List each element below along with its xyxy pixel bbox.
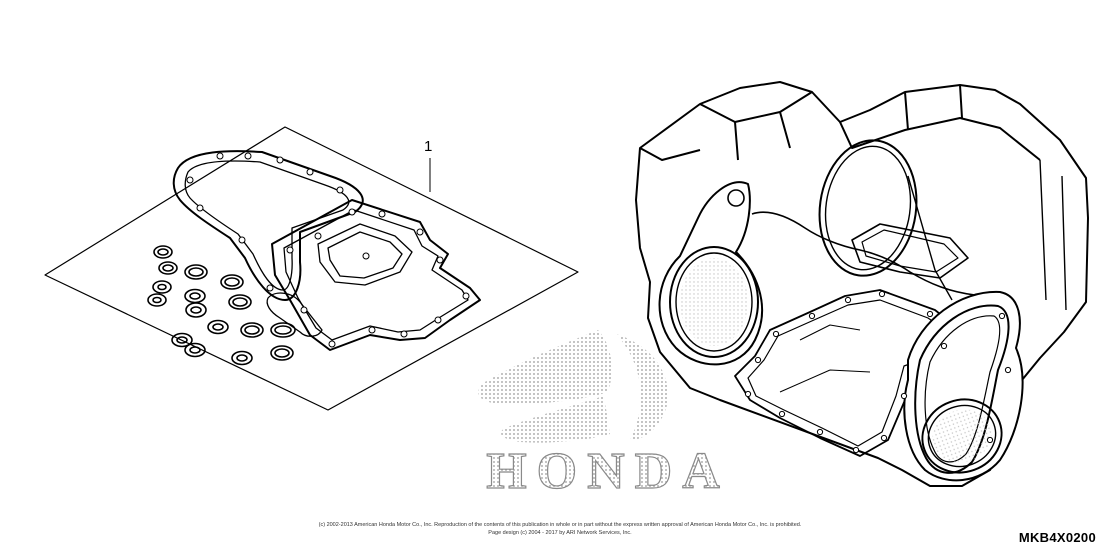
- callout-label-1: 1: [424, 138, 433, 155]
- engine-bolt-holes: [744, 290, 1012, 454]
- crankcase-split-line: [751, 211, 976, 296]
- copyright-line-1: (c) 2002-2013 American Honda Motor Co., …: [318, 522, 802, 528]
- honda-wing-watermark: [478, 330, 669, 443]
- right-ring-gasket: [921, 398, 1003, 474]
- diagram-code: MKB4X0200: [1018, 530, 1096, 545]
- tab-gasket: [266, 292, 323, 337]
- top-rect-gasket: [851, 223, 969, 279]
- honda-watermark-text: HONDA: [486, 443, 730, 500]
- oil-pan-gasket: [271, 199, 481, 351]
- copyright-line-2: Page design (c) 2004 - 2017 by ARI Netwo…: [488, 530, 632, 536]
- gasket-kit-card: [44, 126, 579, 411]
- center-ring-gasket: [818, 139, 918, 277]
- left-cover-gasket: [669, 246, 759, 358]
- right-cover-gasket: [914, 304, 1010, 474]
- engine-illustration: [635, 81, 1089, 487]
- inner-gasket: [317, 223, 413, 286]
- gasket-bolt-holes: [186, 152, 470, 348]
- o-rings: [147, 245, 296, 366]
- gasket-kit-illustration: [44, 126, 579, 411]
